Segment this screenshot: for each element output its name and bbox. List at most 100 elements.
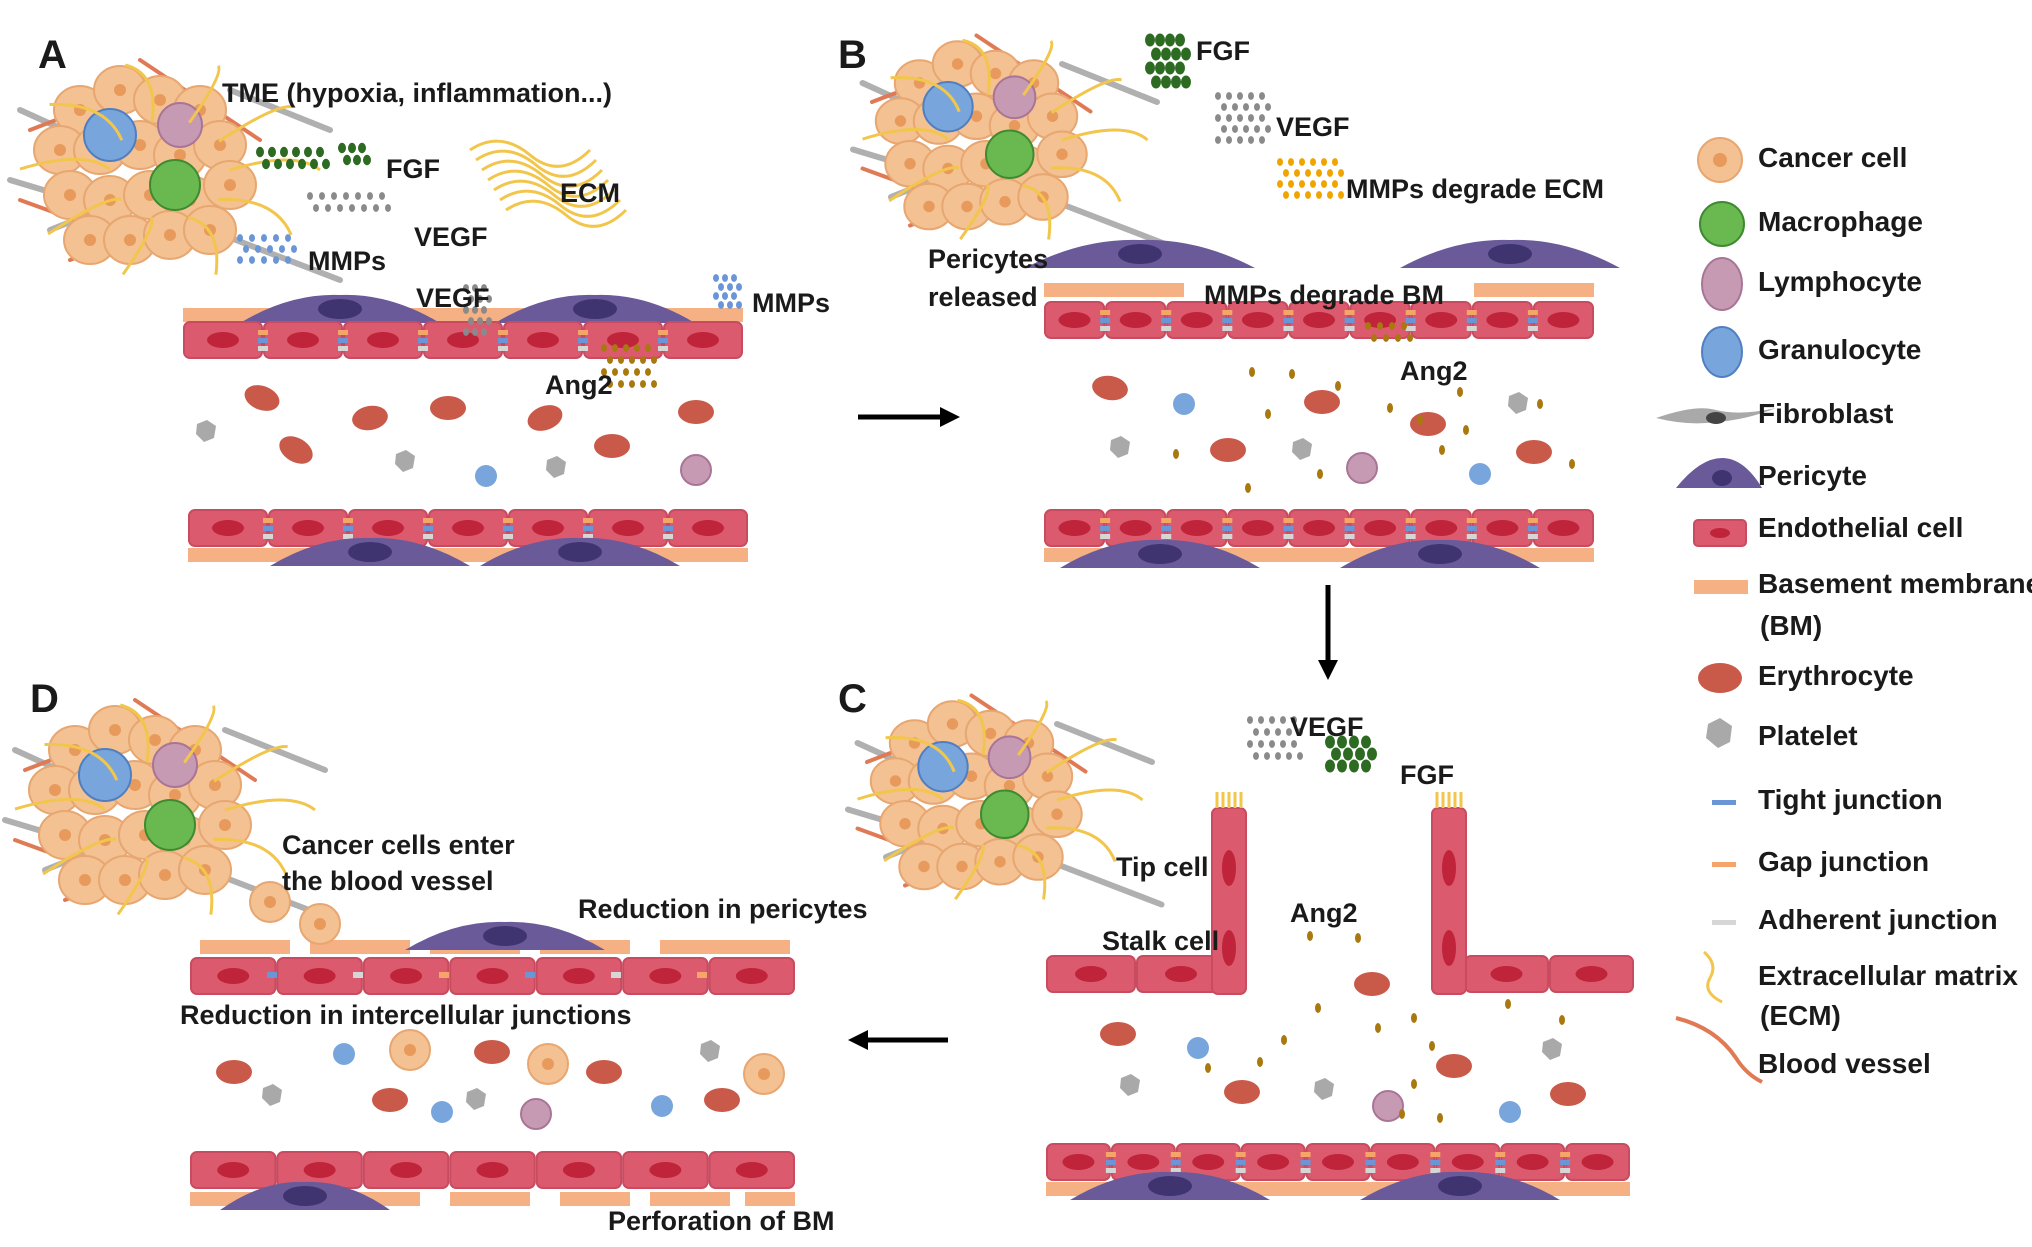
endothelial-nucleus [1127,1154,1160,1170]
endothelial-nucleus [390,968,423,984]
vegf-dot [1237,136,1243,144]
fgf-dot [1337,759,1347,773]
extracellular-matrix-icon [218,197,293,236]
fgf-dot [316,146,324,158]
tight-junction [663,526,673,531]
fibroblast-icon [1059,61,1160,105]
vegf-dot [1237,114,1243,122]
endothelial-nucleus [1486,312,1519,328]
ecm-clump [469,139,628,228]
vessel-wall [188,509,748,547]
mmps-dot [718,301,724,309]
pericyte-nucleus [1712,470,1732,486]
vegf-dot [325,204,331,212]
vegf-dot [349,204,355,212]
vegf-dot [337,204,343,212]
cancer-nucleus [999,196,1011,208]
tight-junction [1495,1160,1506,1165]
cancer-nucleus [923,200,935,213]
gap-junction [1161,518,1172,523]
gap-junction [1365,1152,1376,1157]
endothelial-nucleus [1257,1154,1290,1170]
vegf-dot [463,328,469,336]
mmps-dot [736,301,742,309]
tight-junction [1527,318,1538,323]
vegf-dot [1269,716,1275,724]
endothelial-nucleus [476,968,509,984]
ang2-dot [618,380,624,388]
extracellular-matrix-icon [187,216,219,275]
ang2-dot [629,380,635,388]
pericyte [405,921,605,950]
tight-junction [1527,526,1538,531]
adherent-junction [1405,326,1416,331]
legend-label-extracellular-matrix: Extracellular matrix [1758,960,2018,991]
label-vegf-a-2: VEGF [416,283,490,313]
extracellular-matrix-icon [119,703,150,763]
basement-membrane-strip [745,1192,795,1206]
mmps-dot [1310,158,1316,166]
extracellular-matrix-icon [1017,843,1047,900]
endothelial-nucleus [452,520,484,536]
label-mmps-degrade-bm: MMPs degrade BM [1204,280,1445,310]
label-cancer-enter-1: Cancer cells enter [282,830,515,860]
granulocyte-icon [917,741,969,793]
fgf-dot [1367,747,1377,761]
adherent-junction [1527,326,1538,331]
pericyte-nucleus [1438,1176,1482,1196]
lymphocyte-icon [680,454,712,486]
panel-label-d: D [30,677,59,721]
macrophage-icon [1699,201,1745,247]
tight-junction [1161,318,1172,323]
cancer-nucleus [1008,120,1021,132]
vegf-dot [472,284,478,292]
extracellular-matrix-icon [47,197,122,236]
fgf-dot [1145,61,1155,75]
adherent-junction [1283,326,1294,331]
pericyte [1070,1171,1270,1200]
ang2-dot [1365,322,1371,330]
cancer-nucleus [54,144,66,156]
legend-label-platelet: Platelet [1758,720,1858,751]
tight-junction [1105,1160,1116,1165]
adherent-junction [663,534,673,539]
ang2-dot [601,368,607,376]
vegf-dot [472,328,478,336]
cancer-nucleus [114,84,126,96]
endothelial-nucleus [1386,1154,1419,1170]
vegf-dot [1258,740,1264,748]
gap-junction [1560,1152,1571,1157]
ang2-dot [1417,415,1423,425]
fgf-dot [1161,47,1171,61]
cancer-nucleus [1051,808,1063,820]
vegf-dot [1253,752,1259,760]
macrophage-icon [144,799,196,851]
fgf-dot [1343,747,1353,761]
pericyte [270,537,470,566]
cancer-nucleus [214,139,226,151]
vegf-dot [367,192,373,200]
adherent-junction [1283,534,1294,539]
vegf-dot [477,295,483,303]
gap-junction [663,518,673,523]
extracellular-matrix-icon [1050,166,1122,203]
mmps-dot [1332,158,1338,166]
endothelial-nucleus [447,332,479,348]
legend-label-tight-junction: Tight junction [1758,784,1943,815]
endothelial-nucleus [1364,520,1397,536]
ang2-dot [1387,403,1393,413]
vegf-dot [1280,716,1286,724]
mmps-dot [718,283,724,291]
endothelial-nucleus [562,1162,595,1178]
gap-junction [1283,310,1294,315]
mmps-dot [237,234,243,242]
fgf-dot [1361,759,1371,773]
tight-junction [263,526,273,531]
gap-junction [423,518,433,523]
mmps-dot [722,274,728,282]
endothelial-nucleus [287,332,319,348]
fgf-dot [310,158,318,170]
cancer-nucleus [984,727,997,740]
gap-junction [1100,310,1111,315]
erythrocyte-icon [352,405,388,431]
